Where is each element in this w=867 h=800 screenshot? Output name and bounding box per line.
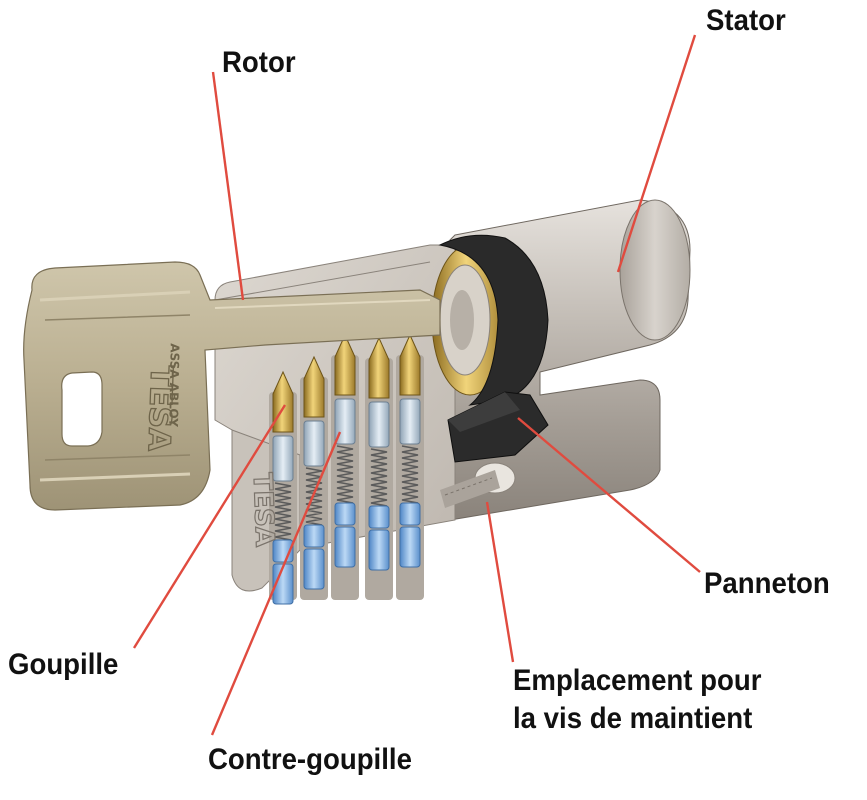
leader-lines (132, 34, 701, 736)
pin-blue-lower (399, 526, 421, 568)
pin-blue-upper (303, 524, 325, 548)
label-emplacement-line1: Emplacement pour (513, 664, 762, 697)
pin-stacks (269, 333, 424, 605)
pin-driver (272, 435, 294, 482)
leader-rotor (211, 71, 245, 301)
label-stator: Stator (706, 4, 786, 37)
body-engraving: TESA (247, 472, 280, 547)
pin-blue-upper (368, 505, 390, 529)
pin-stack-2 (300, 355, 328, 600)
pin-spring (401, 445, 419, 507)
pin-blue-lower (334, 526, 356, 568)
pin-driver (399, 398, 421, 445)
pin-spring (370, 448, 388, 510)
leader-stator (616, 34, 697, 273)
pin-driver (303, 420, 325, 467)
pin-driver (368, 401, 390, 448)
label-rotor: Rotor (222, 46, 296, 79)
pin-stack-5 (396, 333, 424, 600)
pin-blue-upper (334, 502, 356, 526)
rotor-rings (431, 234, 549, 406)
key-brand-engraving: TESA (140, 365, 178, 453)
label-contre-goupille: Contre-goupille (208, 743, 412, 776)
label-emplacement-line2: la vis de maintient (513, 701, 753, 735)
leader-contre-goupille (210, 431, 342, 736)
pin-brass (399, 333, 421, 396)
pin-spring (305, 467, 323, 529)
screw-hole (440, 462, 516, 508)
pin-stack-3 (331, 333, 359, 600)
pin-blue-lower (303, 548, 325, 590)
pin-blue-lower (368, 529, 390, 571)
pin-spring (274, 482, 292, 544)
label-emplacement: Emplacement pour la vis de maintient (513, 662, 761, 737)
leader-panneton (517, 417, 701, 573)
pin-brass (368, 336, 390, 399)
key: TESA ASSA ABLOY (23, 261, 441, 511)
pin-blue-upper (399, 502, 421, 526)
key-group-engraving: ASSA ABLOY (166, 343, 181, 427)
pin-spring (336, 445, 354, 507)
leader-emplacement (485, 501, 515, 663)
label-panneton: Panneton (704, 567, 830, 600)
label-goupille: Goupille (8, 648, 119, 681)
leader-goupille (132, 404, 287, 649)
pin-stack-4 (365, 336, 393, 600)
pin-brass (303, 355, 325, 418)
cam-panneton (447, 391, 549, 463)
